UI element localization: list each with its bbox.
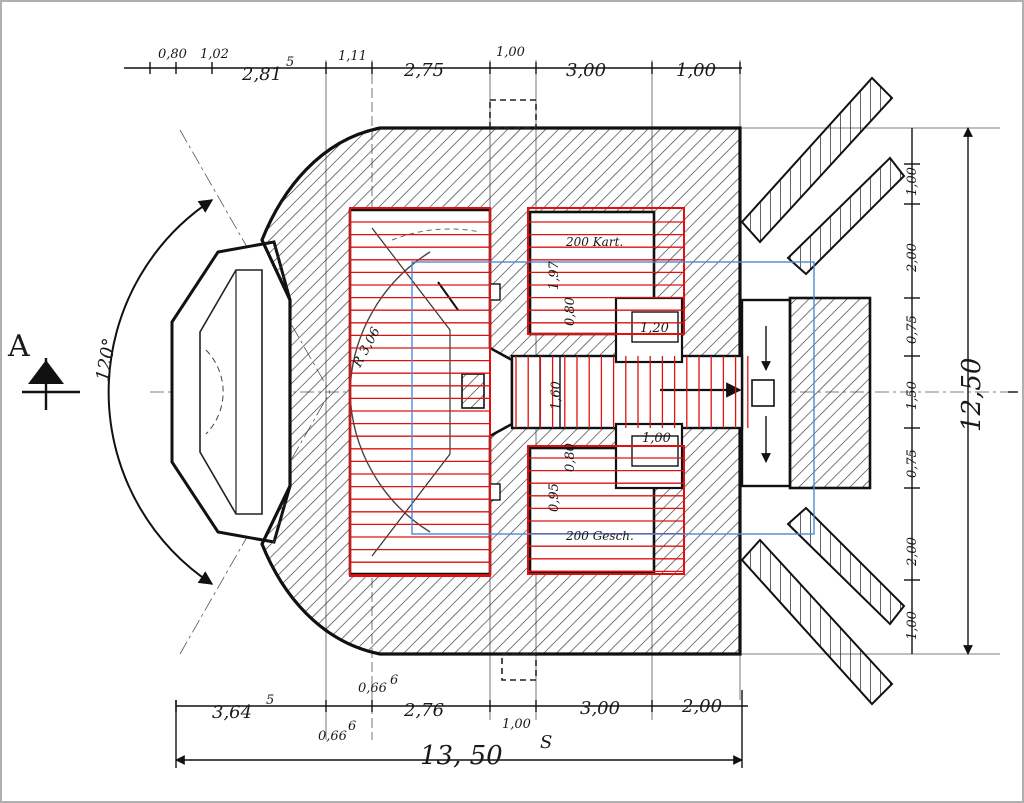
inner-dim-3: 1,20 bbox=[640, 321, 669, 336]
inner-dim-7: 0,95 bbox=[547, 483, 562, 512]
right-dimension-lines bbox=[904, 127, 1018, 655]
inner-dim-5: 1,00 bbox=[642, 431, 671, 446]
bottom-dim-2: 0,66 bbox=[358, 681, 387, 696]
room-lower-label: 200 Gesch. bbox=[565, 529, 634, 543]
right-dim-1: 1,00 bbox=[905, 167, 920, 196]
right-dim-6: 2,00 bbox=[905, 537, 920, 567]
section-marker bbox=[22, 358, 80, 410]
red-box-casemate bbox=[349, 207, 491, 577]
bottom-dim-4: 2,76 bbox=[403, 700, 444, 721]
right-dim-3: 0,75 bbox=[905, 315, 920, 344]
inner-dim-1: 1,97 bbox=[547, 260, 562, 290]
bottom-dim-5: 1,00 bbox=[502, 717, 531, 732]
right-dim-4: 1,50 bbox=[905, 381, 920, 410]
bottom-dim-total-sup: S bbox=[540, 732, 552, 753]
wing-walls bbox=[740, 76, 906, 706]
right-dim-7: 1,00 bbox=[905, 611, 920, 640]
top-dim-5: 2,75 bbox=[403, 60, 444, 81]
right-dim-total: 12,50 bbox=[957, 358, 987, 432]
blue-selection-box bbox=[411, 261, 815, 535]
room-upper-label: 200 Kart. bbox=[565, 235, 623, 249]
bottom-dim-6: 3,00 bbox=[580, 698, 620, 719]
bottom-dim-1-sup: 5 bbox=[266, 693, 274, 708]
bottom-dim-total: 13, 50 bbox=[420, 741, 503, 771]
top-dimension-line bbox=[124, 62, 742, 74]
top-dim-3: 2,81 bbox=[241, 64, 282, 85]
top-dim-4: 1,11 bbox=[338, 49, 367, 64]
bottom-dim-2-sup: 6 bbox=[390, 673, 398, 688]
top-dim-2: 1,02 bbox=[200, 47, 229, 62]
inner-dim-6: 0,80 bbox=[563, 443, 578, 472]
casemate-room bbox=[348, 208, 514, 576]
right-dim-5: 0,75 bbox=[905, 449, 920, 478]
top-dim-1: 0,80 bbox=[158, 47, 187, 62]
bottom-dim-1: 3,64 bbox=[212, 702, 252, 723]
bottom-dimension-lines bbox=[175, 690, 748, 768]
section-marker-label: A bbox=[7, 329, 30, 364]
red-box-lower-room bbox=[527, 445, 685, 575]
corridor bbox=[489, 283, 744, 501]
top-dim-6: 1,00 bbox=[496, 45, 525, 60]
vent-top bbox=[489, 99, 537, 129]
bottom-dim-3: 0,66 bbox=[318, 729, 347, 744]
red-box-upper-room bbox=[527, 207, 685, 335]
inner-dim-2: 0,80 bbox=[563, 297, 578, 326]
inner-dim-4: 1,60 bbox=[549, 381, 564, 410]
top-dim-3-sup: 5 bbox=[286, 55, 294, 70]
right-dim-2: 2,00 bbox=[905, 243, 920, 273]
rear-annex bbox=[740, 296, 872, 490]
top-dim-7: 3,00 bbox=[566, 60, 606, 81]
angle-arc bbox=[107, 199, 214, 585]
bottom-dim-3-sup: 6 bbox=[348, 719, 356, 734]
bottom-dim-7: 2,00 bbox=[681, 696, 722, 717]
top-dim-8: 1,00 bbox=[676, 60, 716, 81]
red-annotation-overlay bbox=[349, 207, 749, 577]
